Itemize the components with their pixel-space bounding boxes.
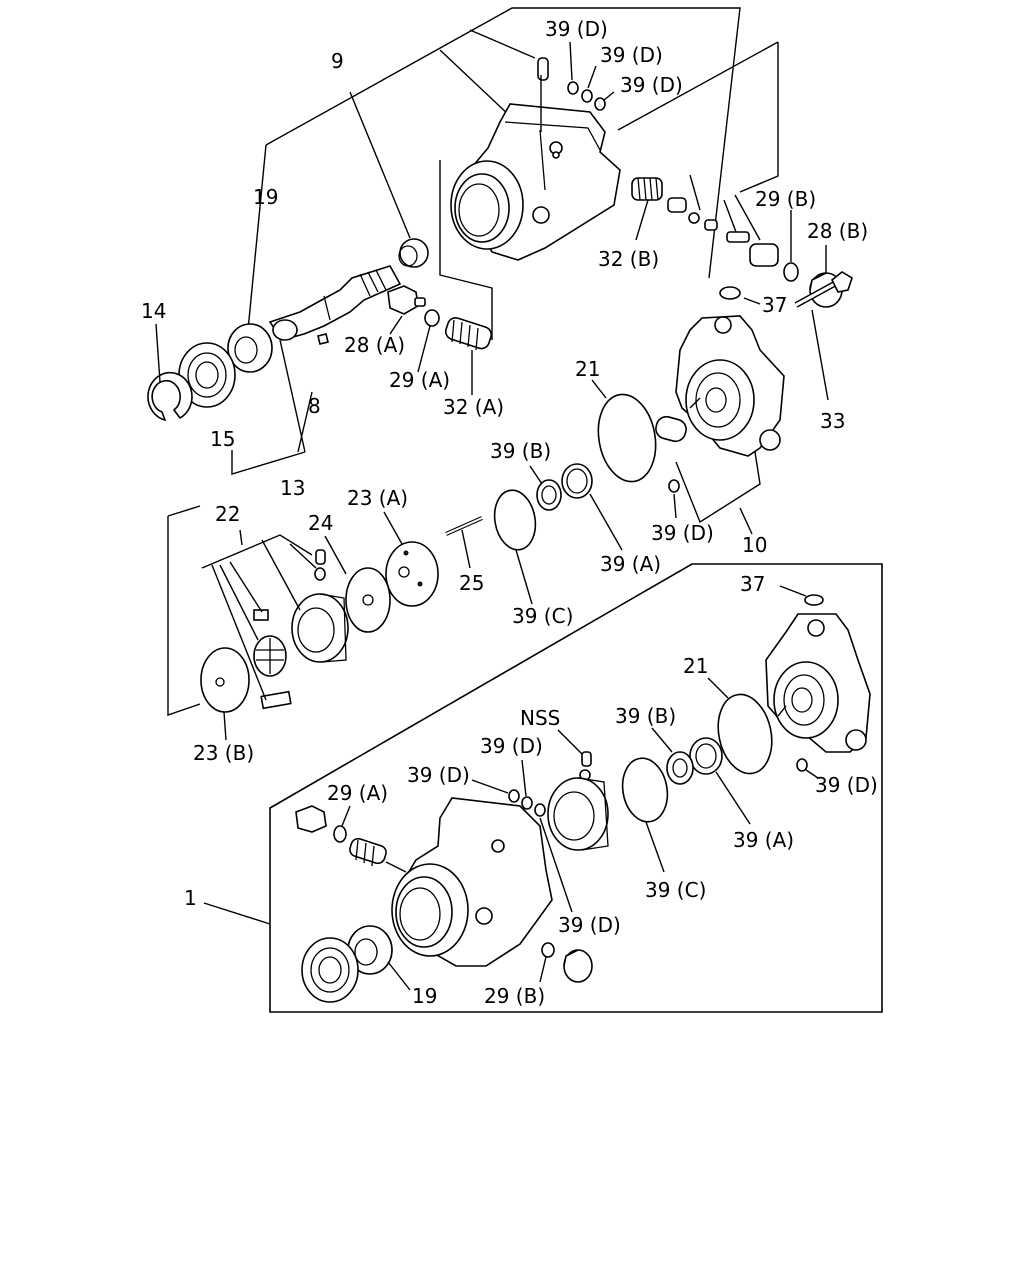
label-29b: 29 (B) [755,187,816,211]
oring-39c-lower [621,757,669,823]
rear-housing [450,75,621,261]
bearing-lower [301,937,359,1003]
fitting-28a [387,285,426,315]
plate-24 [324,535,391,633]
front-cover-10 [655,286,785,457]
label-39d-4: 39 (D) [651,521,714,545]
label-23b: 23 (B) [193,741,254,765]
label-21-lower: 21 [683,654,708,678]
label-13: 13 [280,476,305,500]
label-nss: NSS [520,706,560,730]
label-39c-upper: 39 (C) [512,604,573,628]
fitting-lower [295,805,407,873]
housing-lower [391,797,553,967]
label-14: 14 [141,299,166,323]
leader-9 [247,7,741,331]
seal-39a [561,463,593,499]
spring-32a [444,317,492,351]
label-1: 1 [184,886,197,910]
label-24: 24 [308,511,333,535]
label-8: 8 [308,394,321,418]
seal-39a-lower [689,737,723,775]
bearing-15 [178,342,236,408]
spring-32b [631,177,663,241]
rotor [253,609,292,710]
label-32a: 32 (A) [443,395,504,419]
label-39c-lower: 39 (C) [645,878,706,902]
oring-21 [597,393,657,483]
label-29b-lower: 29 (B) [484,984,545,1008]
label-39d-7: 39 (D) [815,773,878,797]
label-39b-upper: 39 (B) [490,439,551,463]
label-39a-upper: 39 (A) [600,552,661,576]
key-8 [317,333,329,345]
label-19-upper: 19 [253,185,278,209]
plate-23a [383,511,439,607]
label-39d-6: 39 (D) [407,763,470,787]
label-25: 25 [459,571,484,595]
seal-39b-lower [666,751,694,785]
oring-29b [783,262,799,282]
plate-23b [200,647,250,741]
assembly-box [269,563,883,1013]
label-22: 22 [215,502,240,526]
label-39d-2: 39 (D) [600,43,663,67]
orings-39d-lower [471,759,573,913]
label-29a: 29 (A) [389,368,450,392]
label-21-upper: 21 [575,357,600,381]
nss-spring [557,729,592,781]
label-39d-8: 39 (D) [558,913,621,937]
oring-29a [424,309,440,327]
oring-39c [493,489,537,551]
label-39d-5: 39 (D) [480,734,543,758]
oring-37-lower [804,594,824,606]
snap-ring-14 [147,323,193,422]
label-10: 10 [742,533,767,557]
cam-ring-lower [547,777,609,851]
bushing [398,238,429,268]
orings-39d-top [567,41,615,111]
label-9: 9 [331,49,344,73]
pin [537,57,549,81]
drive-shaft [268,265,402,341]
lower-assembly [203,563,883,1013]
oring-39d-lower-cover [796,758,808,772]
oring-29b-lower [541,942,555,958]
oring-39d-cover [668,479,680,493]
label-37-upper: 37 [762,293,787,317]
label-32b: 32 (B) [598,247,659,271]
label-15: 15 [210,427,235,451]
cam-ring [291,593,349,663]
label-33: 33 [820,409,845,433]
label-39d-3: 39 (D) [620,73,683,97]
label-23a: 23 (A) [347,486,408,510]
label-37-lower: 37 [740,572,765,596]
plug-lower [563,949,593,983]
label-19-lower: 19 [412,984,437,1008]
label-29a-lower: 29 (A) [327,781,388,805]
seal-19-upper [227,323,273,373]
label-28b: 28 (B) [807,219,868,243]
seal-39b [536,479,562,511]
oring-21-lower [717,693,773,775]
label-39d-1: 39 (D) [545,17,608,41]
front-cover-lower [765,613,871,753]
label-28a: 28 (A) [344,333,405,357]
label-39b-lower: 39 (B) [615,704,676,728]
valve-parts [667,174,779,267]
label-39a-lower: 39 (A) [733,828,794,852]
bolt-33 [794,271,853,401]
small-spring [314,549,326,581]
upper-assembly [147,7,853,741]
vane-2 [260,690,292,710]
callout-labels: 9 19 14 15 8 13 28 (A) 29 (A) 32 (A) 39 … [141,17,878,1008]
